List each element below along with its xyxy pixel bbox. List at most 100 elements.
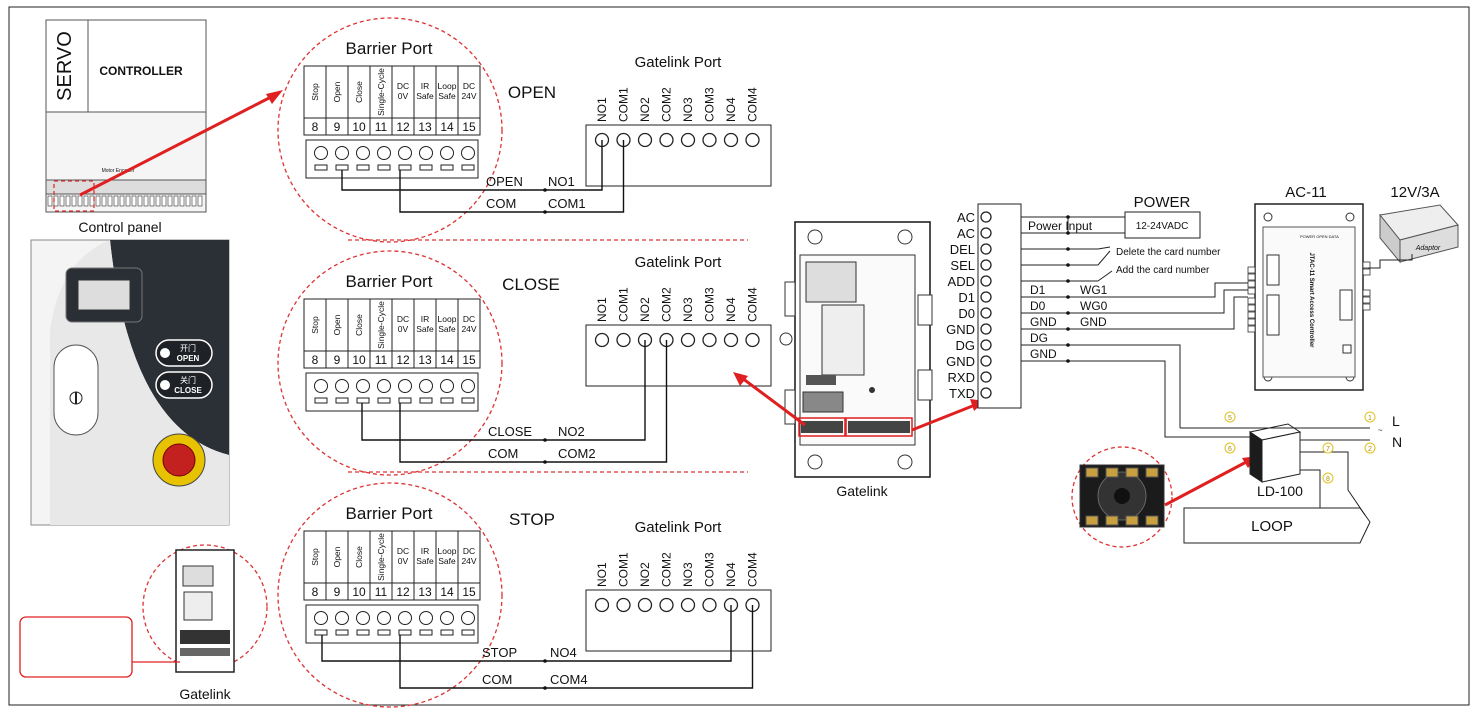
section-close: Barrier PortStop8Open9Close10Single-Cycl…: [277, 250, 772, 476]
ld100-pin-number: 8: [1326, 476, 1330, 483]
strip-terminal-label: D1: [958, 290, 975, 305]
mains-L: L: [1392, 413, 1400, 429]
strip-terminal: [980, 275, 992, 287]
barrier-screw: [419, 611, 433, 625]
mode-label: CLOSE: [502, 275, 560, 294]
com-wire-label: COM: [488, 446, 518, 461]
barrier-terminal-number: 12: [396, 585, 410, 599]
gatelink-terminal: [616, 332, 631, 348]
ld100-pin-badge: [1224, 442, 1236, 454]
barrier-screw: [335, 146, 349, 160]
servo-terminal-pin: [47, 195, 53, 207]
gatelink-terminal: [594, 332, 610, 348]
ld100-pin-badge: [1224, 411, 1236, 423]
servo-terminal-pin: [71, 195, 77, 207]
gnd-wire: [1021, 296, 1248, 330]
gatelink-terminal: [659, 132, 674, 148]
barrier-screw: [461, 611, 475, 625]
ac11-controller: AC-11 POWER OPEN DATA JTAC-11 Smart Acce…: [1247, 184, 1371, 391]
servo-terminal-pin: [185, 195, 191, 207]
ld100-pin-badge: [1364, 442, 1376, 454]
ac11-led-text: POWER OPEN DATA: [1300, 234, 1339, 239]
power-wire-3: [1068, 232, 1126, 234]
barrier-terminal-label: Close: [354, 314, 364, 336]
servo-terminal-pin: [113, 195, 119, 207]
barrier-terminal-number: 8: [312, 353, 319, 367]
power-title: POWER: [1134, 194, 1191, 211]
gatelink-terminal-label: COM3: [703, 287, 717, 322]
cabinet-close-button[interactable]: [155, 371, 213, 399]
wire-label-gnd2: GND: [1030, 347, 1057, 361]
gatelink-terminal-label: COM3: [703, 552, 717, 587]
gatelink-terminal-label: NO1: [595, 297, 609, 322]
add-card-label: Add the card number: [1116, 265, 1210, 276]
barrier-port-highlight: [277, 17, 503, 243]
servo-terminal-pin: [179, 195, 185, 207]
ac11-terminal: [1247, 266, 1256, 274]
servo-terminal-pin: [191, 195, 197, 207]
barrier-terminal-number-box: [457, 350, 481, 369]
cabinet-open-button[interactable]: [155, 339, 213, 367]
gatelink-terminal-label: COM1: [617, 87, 631, 122]
barrier-screw: [335, 611, 349, 625]
barrier-terminal-label: Close: [354, 81, 364, 103]
gatelink-terminal-label: NO1: [595, 562, 609, 587]
gatelink-terminal: [637, 132, 653, 148]
gatelink-terminal: [680, 332, 696, 348]
barrier-screw: [461, 146, 475, 160]
d1-wire: [1021, 282, 1248, 298]
barrier-screw: [314, 611, 328, 625]
gatelink-terminal-label: NO3: [681, 297, 695, 322]
mains-N: N: [1392, 434, 1402, 450]
gatelink-terminal: [616, 597, 631, 613]
barrier-terminal-number: 12: [396, 353, 410, 367]
mode-label: OPEN: [508, 83, 556, 102]
gatelink-terminal-label: NO2: [638, 297, 652, 322]
outer-frame: [8, 6, 1470, 706]
barrier-screw: [377, 146, 391, 160]
servo-terminal-pin: [119, 195, 125, 207]
ac11-terminal: [1247, 318, 1256, 326]
gatelink-terminal-label: NO4: [724, 297, 738, 322]
com-target-label: COM4: [550, 672, 588, 687]
gatelink-board-caption: Gatelink: [836, 483, 888, 499]
barrier-screw: [440, 146, 454, 160]
barrier-screw: [398, 379, 412, 393]
wire-label-d1: D1: [1030, 283, 1046, 297]
signal-wire: [321, 605, 732, 662]
gatelink-terminal: [702, 332, 717, 348]
mode-label: STOP: [509, 510, 555, 529]
ac11-terminal: [1362, 268, 1371, 276]
loop-label: LOOP: [1251, 518, 1293, 535]
gatelink-board: Gatelink: [779, 221, 933, 499]
strip-terminal-label: AC: [957, 210, 975, 225]
gatelink-terminal-label: COM4: [746, 552, 760, 587]
barrier-terminal-number: 13: [418, 120, 432, 134]
barrier-terminal-number-box: [457, 117, 481, 136]
barrier-screw: [461, 379, 475, 393]
barrier-terminal-label: Single-Cycle: [376, 68, 386, 116]
com-wire-label: COM: [486, 196, 516, 211]
barrier-terminal-number: 8: [312, 585, 319, 599]
gatelink-terminal-label: NO3: [681, 97, 695, 122]
barrier-port-title: Barrier Port: [346, 504, 433, 523]
gatelink-terminal-label: NO1: [595, 97, 609, 122]
barrier-terminal-number: 8: [312, 120, 319, 134]
servo-terminal-pin: [131, 195, 137, 207]
gatelink-terminal: [594, 597, 610, 613]
barrier-screw: [440, 379, 454, 393]
barrier-terminal-label: Open: [332, 314, 342, 335]
strip-terminal: [980, 291, 992, 303]
delete-card-label: Delete the card number: [1116, 247, 1221, 258]
gatelink-terminal: [745, 332, 760, 348]
barrier-terminal-label: Stop: [310, 316, 320, 334]
com-target-label: COM2: [558, 446, 596, 461]
servo-controller: SERVO CONTROLLER Motor Encoder Control p…: [45, 19, 207, 235]
adaptor: 12V/3A Adaptor: [1368, 184, 1459, 269]
barrier-terminal-number: 11: [375, 353, 388, 367]
